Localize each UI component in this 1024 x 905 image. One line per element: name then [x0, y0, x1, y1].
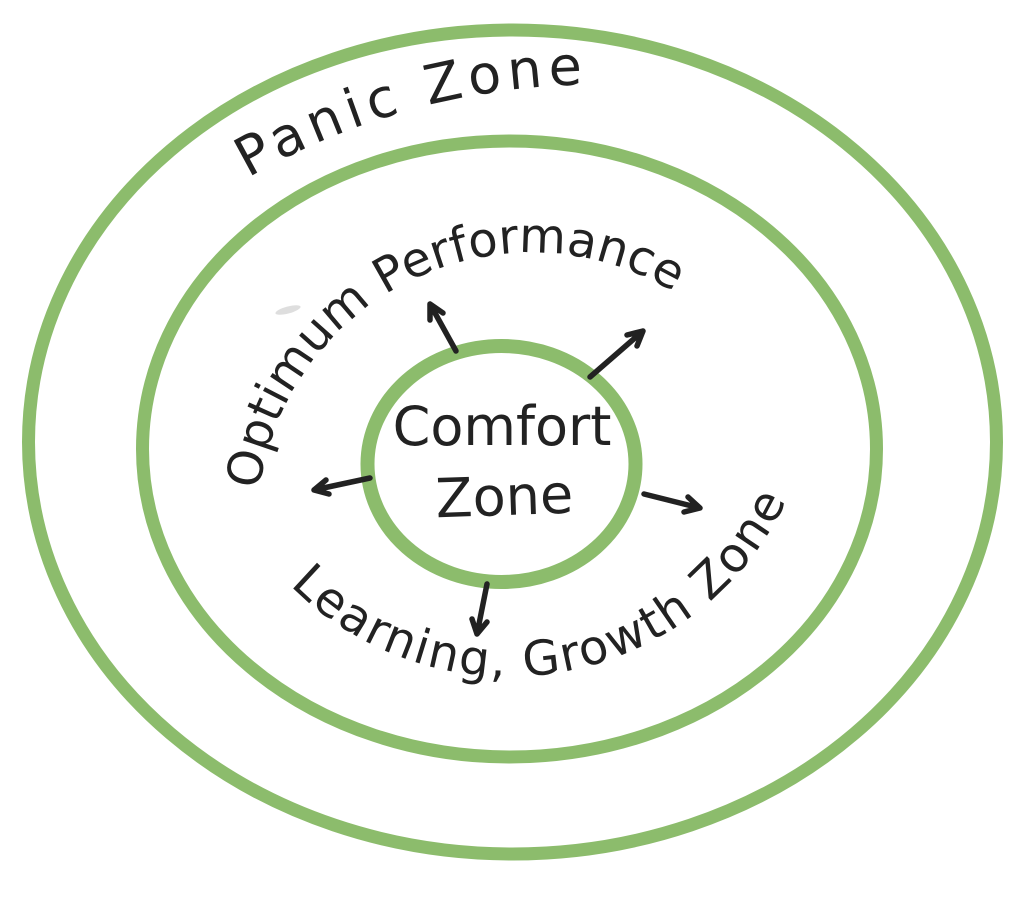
arrow-up-right-icon — [587, 328, 646, 380]
pencil-smudge — [275, 305, 301, 315]
comfort-zone-label-line1: Comfort — [393, 395, 612, 458]
arrow-left-icon — [311, 475, 373, 497]
arrow-down-icon — [469, 581, 490, 637]
growth-zone-ring — [136, 134, 883, 764]
panic-zone-ring — [22, 23, 1003, 861]
comfort-zone-label-line2: Zone — [435, 463, 575, 531]
arrow-up-icon — [427, 301, 459, 354]
arrow-right-icon — [641, 491, 703, 515]
outward-arrows — [311, 301, 703, 637]
panic-zone-label: Panic Zone — [224, 34, 583, 189]
panic-zone-label-text: Panic Zone — [224, 34, 589, 189]
comfort-zone-ring — [360, 339, 643, 589]
